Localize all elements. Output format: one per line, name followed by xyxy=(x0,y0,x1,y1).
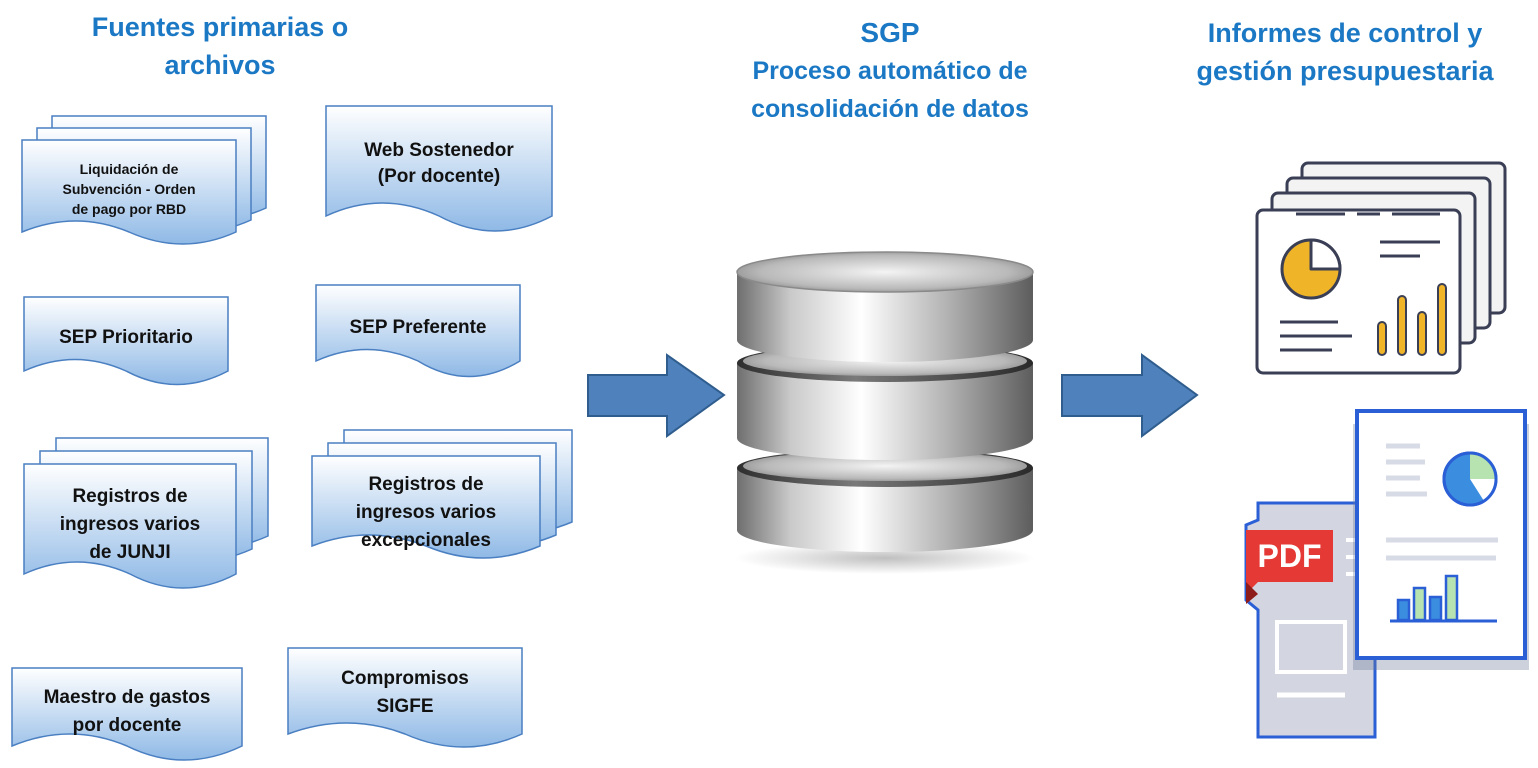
dashboard-report-icon xyxy=(1255,161,1507,375)
sources-header: Fuentes primarias o archivos xyxy=(40,8,400,84)
arrow-to-reports xyxy=(1061,353,1199,438)
reports-header-line-1: Informes de control y xyxy=(1207,18,1483,48)
pdf-badge-label: PDF xyxy=(1257,538,1322,574)
doc-sep-preferente xyxy=(315,284,521,378)
arrow-to-database xyxy=(587,353,726,438)
database-icon xyxy=(735,251,1035,574)
process-header-line-2: Proceso automático de xyxy=(752,57,1028,85)
doc-liquidacion xyxy=(21,115,267,245)
doc-web-sostenedor xyxy=(325,105,553,232)
reports-header: Informes de control y gestión presupuest… xyxy=(1160,14,1530,90)
doc-maestro-gastos xyxy=(11,667,243,761)
doc-registros-junji xyxy=(23,437,269,589)
pdf-report-icon xyxy=(1244,409,1529,739)
process-header: SGP Proceso automático de consolidación … xyxy=(700,14,1080,128)
sources-header-line-2: archivos xyxy=(164,50,276,80)
doc-compromisos xyxy=(287,647,523,748)
process-header-line-3: consolidación de datos xyxy=(751,95,1029,123)
process-header-title: SGP xyxy=(860,17,920,48)
reports-header-line-2: gestión presupuestaria xyxy=(1196,56,1494,86)
doc-sep-prioritario xyxy=(23,296,229,386)
sources-header-line-1: Fuentes primarias o xyxy=(91,12,349,42)
doc-registros-excepcionales xyxy=(311,429,573,559)
